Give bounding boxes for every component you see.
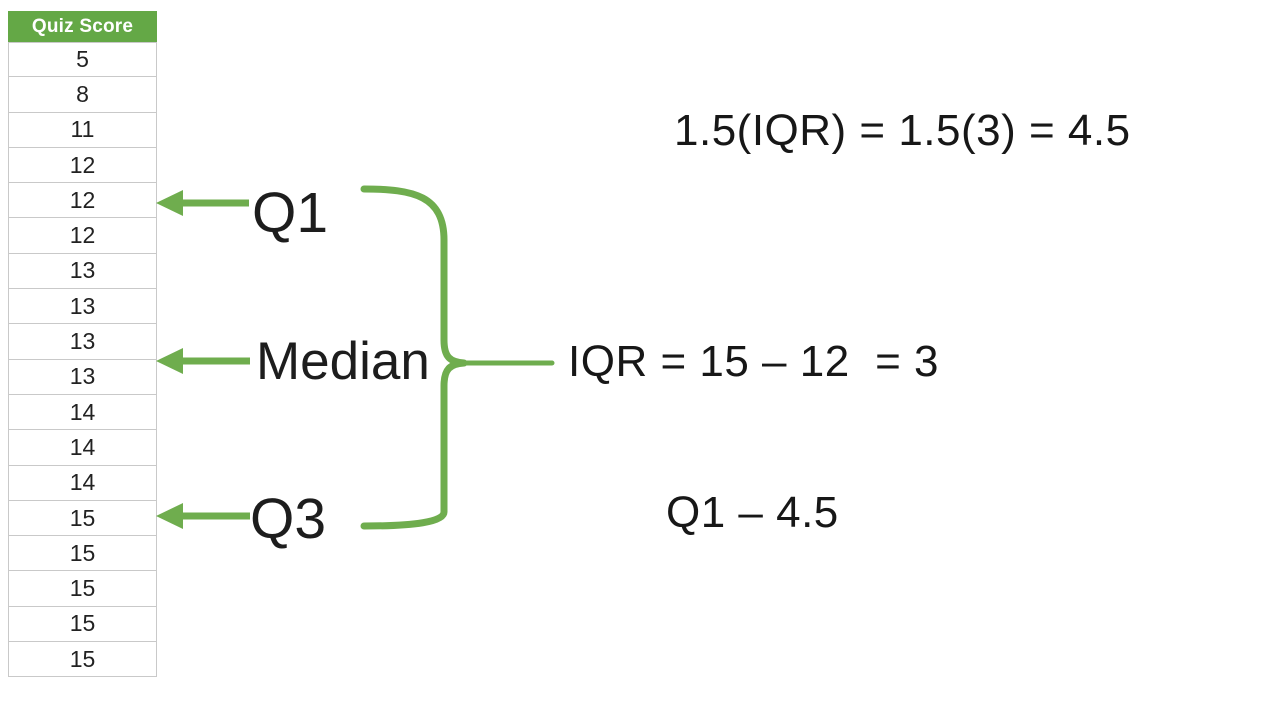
table-row: 15 — [8, 571, 157, 607]
q1-label: Q1 — [252, 181, 329, 245]
q3-arrow-icon — [156, 503, 250, 529]
table-row: 13 — [8, 359, 157, 395]
table-row: 13 — [8, 289, 157, 325]
table-row: 12 — [8, 183, 157, 219]
table-row: 14 — [8, 465, 157, 501]
table-row: 14 — [8, 430, 157, 466]
table-row: 12 — [8, 147, 157, 184]
table-row: 13 — [8, 253, 157, 290]
table-row: 13 — [8, 324, 157, 360]
table-row: 14 — [8, 394, 157, 431]
formula-iqr: IQR = 15 – 12 = 3 — [568, 337, 940, 386]
q1-arrow-icon — [156, 190, 249, 216]
q3-label: Q3 — [250, 487, 327, 551]
table-row: 5 — [8, 42, 157, 78]
table-row: 15 — [8, 642, 157, 678]
median-label: Median — [256, 332, 430, 391]
table-row: 15 — [8, 500, 157, 537]
table-row: 12 — [8, 218, 157, 254]
median-arrow-icon — [156, 348, 250, 374]
table-row: 11 — [8, 112, 157, 148]
formula-lower-fence: Q1 – 4.5 — [666, 488, 839, 537]
table-row: 15 — [8, 536, 157, 572]
quiz-score-header: Quiz Score — [8, 11, 157, 42]
table-row: 15 — [8, 606, 157, 643]
table-row: 8 — [8, 77, 157, 113]
formula-iqr-scaled: 1.5(IQR) = 1.5(3) = 4.5 — [674, 106, 1131, 155]
